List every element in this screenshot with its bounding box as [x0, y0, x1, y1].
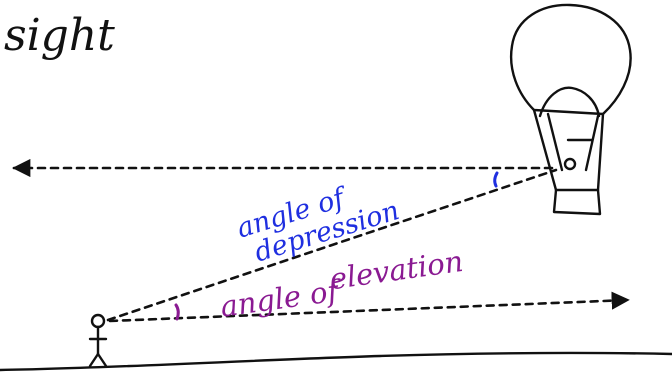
elevation-angle-arc	[174, 303, 180, 321]
depression-angle-arc	[493, 171, 499, 188]
elevation-label-line1: angle of	[218, 273, 345, 324]
hot-air-balloon-icon	[509, 3, 632, 216]
person-icon	[88, 313, 108, 368]
elevation-label: angle of elevation	[218, 244, 465, 324]
top-word-sight: sight	[4, 10, 115, 61]
lower-horizontal-line	[108, 291, 630, 323]
ground-line	[0, 351, 672, 372]
line-of-sight	[106, 168, 558, 322]
elevation-label-line2: elevation	[327, 244, 465, 296]
